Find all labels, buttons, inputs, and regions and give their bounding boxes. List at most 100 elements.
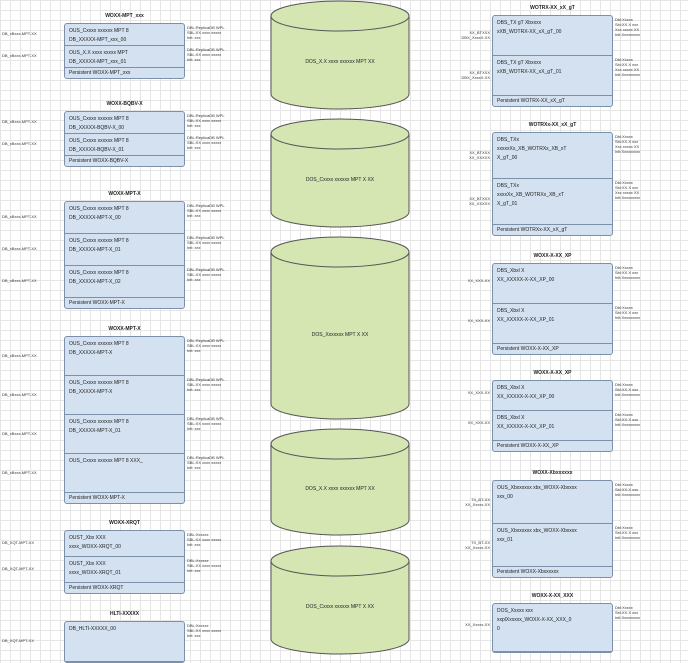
input-labels: XX_XXX-XX — [467, 390, 490, 395]
output-labels: DBL:Xxxxxx SBL:XX xxxx xxxxx Init: xxx — [187, 532, 222, 547]
group-row[interactable]: OUS_Cxxxx xxxxxx MPT 8 DB_XXXXX-MPT-X_00 — [65, 202, 184, 234]
left-group-title: HLTI-XXXXX — [109, 611, 140, 617]
input-labels: TX_BT-XX XX_Xxxxx-XX — [465, 496, 490, 507]
right-group-title: WOTRXx-XX_xX_gT — [528, 122, 577, 128]
group-row[interactable]: OUS_Xbxxxxxx xbx_WOXX-Xbxxxx xxx_00 — [493, 481, 612, 524]
database-label: DOS_X.X xxxx xxxxxx MPT XX — [305, 486, 375, 492]
database-cylinder[interactable]: DOS_Cxxxx xxxxxx MPT X XX — [270, 545, 410, 655]
left-group-box[interactable]: DB_HLTI-XXXXX_00 — [64, 621, 185, 663]
group-row[interactable]: DBS_TXx xxxxxXx_XB_WOTRXx_XB_xT X_gT_00 — [493, 133, 612, 179]
input-label: DB_xBxxx-MPT-XX — [2, 469, 37, 475]
group-footer: Persistent WOTRX-XX_xX_gT — [497, 98, 565, 104]
input-label: DB_xBxxx-MPT-XX — [2, 119, 37, 124]
output-labels: DBL:ReplicaDB WPL SBL:XX xxxx xxxxx Init… — [187, 235, 225, 250]
group-row[interactable]: OUS_Xbxxxxxx xbx_WOXX-Xbxxxx xxx_01 — [493, 524, 612, 567]
input-label: DB_XQT-MPT-XX — [2, 540, 35, 545]
database-label: DOS_Xxxxxxx MPT X XX — [311, 332, 369, 338]
input-label: DB_xBxxx-MPT-XX — [2, 352, 37, 358]
left-group-title: WOXX-XRQT — [109, 520, 140, 526]
left-group-box[interactable]: OUS_Cxxxx xxxxxx MPT 8 DB_XXXXX-MPT_xxx_… — [64, 23, 185, 79]
group-footer: Persistent WOXX-XRQT — [69, 585, 124, 591]
group-row[interactable]: DBS_Xbxl X XX_XXXXX-X-XX_XP_00 — [493, 264, 612, 304]
output-labels: Dbl:Xxxxx Sbl:XX.X xxx Xxx xxxxx XX Init… — [615, 180, 641, 200]
group-row[interactable]: DBS_TX gT Xbxxxx xXB_WOTRX-XX_xX_gT_01 — [493, 56, 612, 96]
output-labels: DBL:ReplicaDB WPL SBL:XX xxxx xxxxx Init… — [187, 47, 225, 62]
output-labels: Dbl:Xxxxx Sbl:XX.X xxx Init:Xxxxxxxxx — [615, 305, 641, 320]
right-group-title: WOXX-X-XX_XXX — [531, 593, 574, 599]
input-labels: XX_XXX-XX — [467, 318, 490, 323]
database-cylinder[interactable]: DOS_X.X xxxx xxxxxx MPT XX — [270, 428, 410, 536]
input-labels: XX_BTXXX XX_XXXXX — [469, 196, 490, 206]
output-labels: DBL:ReplicaDB WPL SBL:XX xxxx xxxxx Init… — [187, 416, 225, 431]
right-group-box[interactable]: DOS_Xxxxx xxx xxplXxxxxx_WOXX-X-XX_XXX_0… — [492, 603, 613, 653]
group-row[interactable]: DBS_TXx xxxxXx_XB_WOTRXx_XB_xT X_gT_01 — [493, 179, 612, 225]
group-row[interactable]: OUST_Xbx XXX xxxx_WOXX-XRQT_00 — [65, 531, 184, 557]
left-group-title: WOXX-MPT-X — [108, 326, 141, 332]
input-labels: XX_BTXXX DBX_XxxxX-XX — [461, 30, 490, 40]
group-row[interactable]: DBS_TX gT Xbxxxx xXB_WOTRX-XX_xX_gT_00 — [493, 16, 612, 56]
group-row[interactable]: DB_HLTI-XXXXX_00 — [65, 622, 184, 662]
left-group-box[interactable]: OUS_Cxxxx xxxxxx MPT 8 DB_XXXXX-MPT-X_00… — [64, 201, 185, 309]
left-group-box[interactable]: OUS_Cxxxx xxxxxx MPT 8 DB_XXXXX-BQBV-X_0… — [64, 111, 185, 167]
output-labels: DBL:Xxxxxx SBL:XX xxxx xxxxx Init: xxx — [187, 558, 222, 573]
database-label: DOS_Cxxxx xxxxxx MPT X XX — [305, 177, 375, 183]
group-row[interactable]: OUS_Cxxxx xxxxxx MPT 8 XXX_ — [65, 454, 184, 493]
group-row[interactable]: DBS_Xbxl X XX_XXXXX-X-XX_XP_01 — [493, 304, 612, 344]
group-row[interactable]: OUS_Cxxxx xxxxxx MPT 8 DB_XXXXX-MPT-X_01 — [65, 415, 184, 454]
output-labels: DBL:ReplicaDB WPL SBL:XX xxxx xxxxx Init… — [187, 113, 225, 128]
group-row[interactable]: OUS_Cxxxx xxxxxx MPT 8 DB_XXXXX-MPT_xxx_… — [65, 24, 184, 46]
database-cylinder[interactable]: DOS_Xxxxxxx MPT X XX — [270, 236, 410, 420]
group-row[interactable]: OUS_Cxxxx xxxxxx MPT 8 DB_XXXXX-MPT-X_02 — [65, 266, 184, 298]
group-footer: Persistent WOTRXx-XX_xX_gT — [497, 227, 568, 233]
output-labels: DBL:Xxxxxx SBL:XX xxxx xxxxx Init: xxx — [187, 623, 222, 638]
output-labels: Dbl:Xxxxx Sbl:XX.X xxx Init:Xxxxxxxxx — [615, 265, 641, 280]
group-row[interactable]: DOS_Xxxxx xxx xxplXxxxxx_WOXX-X-XX_XXX_0… — [493, 604, 612, 652]
group-row[interactable]: OUS_Cxxxx xxxxxx MPT 8 DB_XXXXX-BQBV-X_0… — [65, 134, 184, 156]
group-footer: Persistent WOXX-X-XX_XP — [497, 346, 559, 352]
input-labels: XX_XXX-XX — [467, 420, 490, 425]
group-footer: Persistent WOXX-MPT_xxx — [69, 70, 131, 76]
right-group-title: WOTRX-XX_xX_gT — [530, 5, 575, 11]
left-group-title: WOXX-MPT_xxx — [105, 13, 144, 19]
group-row[interactable]: DBS_Xbxl X XX_XXXXX-X-XX_XP_00 — [493, 381, 612, 411]
group-row[interactable]: OUS_Cxxxx xxxxxx MPT 8 DB_XXXXX-MPT-X — [65, 376, 184, 415]
group-row[interactable]: DBS_Xbxl X XX_XXXXX-X-XX_XP_01 — [493, 411, 612, 441]
group-row[interactable]: OUST_Xbx XXX xxxx_WOXX-XRQT_01 — [65, 557, 184, 583]
input-labels: XX_Xxxxx-XX — [465, 622, 490, 627]
output-labels: DBL:ReplicaDB WPL SBL:XX xxxx xxxxx Init… — [187, 203, 225, 218]
database-cylinder[interactable]: DOS_X.X xxxx xxxxxx MPT XX — [270, 0, 410, 110]
output-labels: DBL:ReplicaDB WPL SBL:XX xxxx xxxxx Init… — [187, 377, 225, 392]
input-label: DB_xBxxx-MPT-XX — [2, 278, 37, 283]
output-labels: Dbl:Xxxxx Sbl:XX.X xxx Init:Xxxxxxxxx — [615, 382, 641, 397]
group-row[interactable]: OUS_Cxxxx xxxxxx MPT 8 DB_XXXXX-MPT-X_01 — [65, 234, 184, 266]
group-row[interactable]: OUS_Cxxxx xxxxxx MPT 8 DB_XXXXX-MPT-X — [65, 337, 184, 376]
output-labels: DBL:ReplicaDB WPL SBL:XX xxxx xxxxx Init… — [187, 267, 225, 282]
output-labels: DBL:ReplicaDB WPL SBL:XX xxxx xxxxx Init… — [187, 455, 225, 470]
input-labels: TX_BT-XX XX_Xxxxx-XX — [465, 539, 490, 550]
right-group-title: WOXX-X-XX_XP — [533, 253, 572, 259]
group-footer: Persistent WOXX-X-XX_XP — [497, 443, 559, 449]
group-row[interactable]: OUS_X.X xxxx xxxxx MPT DB_XXXXX-MPT_xxx_… — [65, 46, 184, 68]
group-footer: Persistent WOXX-MPT-X — [69, 300, 125, 306]
group-footer: Persistent WOXX-Xbxxxxxx — [497, 569, 559, 575]
database-cylinder[interactable]: DOS_Cxxxx xxxxxx MPT X XX — [270, 118, 410, 228]
input-label: DB_xBxxx-MPT-XX — [2, 391, 37, 397]
database-label: DOS_Cxxxx xxxxxx MPT X XX — [305, 604, 375, 610]
input-label: DB_xBxxx-MPT-XX — [2, 214, 37, 219]
output-labels: DBL:ReplicaDB WPL SBL:XX xxxx xxxxx Init… — [187, 135, 225, 150]
left-group-title: WOXX-BQBV-X — [106, 101, 143, 107]
output-labels: Dbl:Xxxxx Sbl:XX.X xxx Init:Xxxxxxxxx — [615, 525, 641, 540]
input-label: DB_XQT-MPT-XX — [2, 638, 35, 643]
output-labels: Dbl:Xxxxx Sbl:XX.X xxx Init:Xxxxxxxxx — [615, 605, 641, 620]
group-row[interactable]: OUS_Cxxxx xxxxxx MPT 8 DB_XXXXX-BQBV-X_0… — [65, 112, 184, 134]
group-footer: Persistent WOXX-MPT-X — [69, 495, 125, 501]
input-labels: XX_BTXXX XX_XXXXX — [469, 150, 490, 160]
right-group-title: WOXX-X-XX_XP — [533, 370, 572, 376]
